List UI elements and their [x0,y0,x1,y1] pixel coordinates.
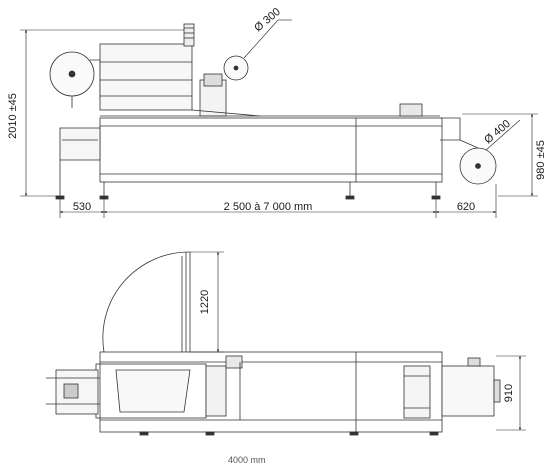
machine-length-label: 2 500 à 7 000 mm [224,201,313,213]
total-height-label: 2010 ±45 [7,93,19,139]
machine-frame [99,117,443,183]
right-spool-diameter-label: Ø 400 [482,118,513,146]
conveyor-height-label: 980 ±45 [535,140,546,180]
side-dimensions [20,19,538,218]
outfeed-plan [441,365,495,417]
control-box [399,103,423,117]
bottom-caption: 4000 mm [228,455,266,465]
forming-station-housing [99,43,193,111]
outfeed-length-label: 620 [457,201,475,213]
guard-radius-label: 1220 [199,290,211,314]
side-view [49,23,497,200]
infeed-length-label: 530 [73,201,91,213]
top-view [46,251,501,436]
safety-guard-arc [102,251,191,353]
machine-width-label: 910 [503,384,515,402]
top-dimensions [190,251,526,431]
forming-die [115,369,191,413]
infeed-section [59,127,101,161]
